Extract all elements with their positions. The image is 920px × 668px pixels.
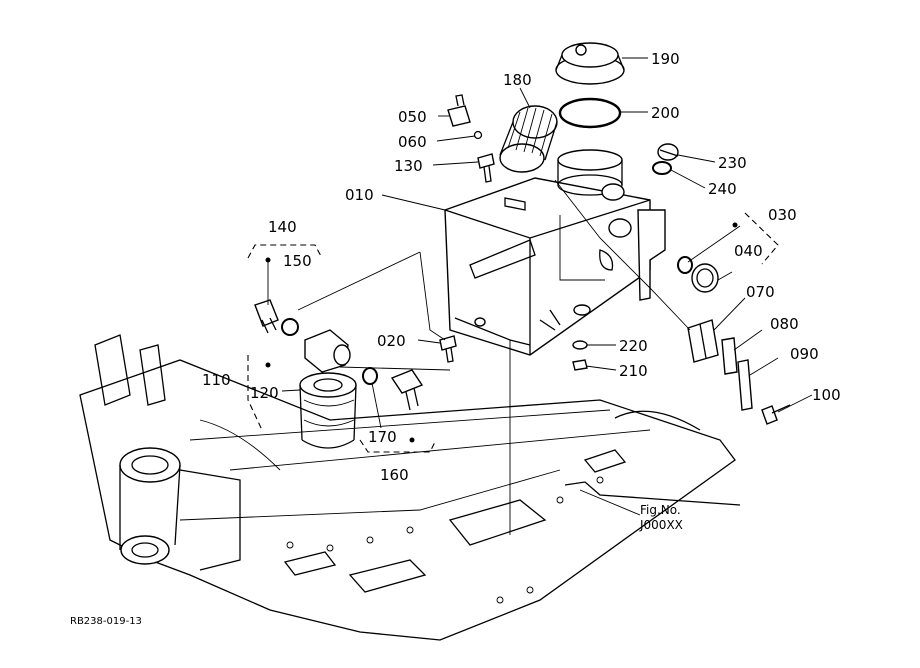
- fig-no-value: J000XX: [639, 518, 683, 532]
- line-filter-assembly: [254, 299, 424, 449]
- callout-160: 160: [380, 466, 409, 484]
- level-gauge: [677, 256, 719, 293]
- callout-010: 010: [345, 186, 374, 204]
- callout-090: 090: [790, 345, 819, 363]
- callout-240: 240: [708, 180, 737, 198]
- callout-050: 050: [398, 108, 427, 126]
- o-ring-200: [558, 97, 622, 129]
- drain-plug: [652, 143, 679, 175]
- callout-040: 040: [734, 242, 763, 260]
- hydraulic-tank: [444, 149, 666, 356]
- callout-230: 230: [718, 154, 747, 172]
- washer-bolt: [572, 340, 588, 371]
- clamp-parts: [687, 319, 791, 425]
- callout-100: 100: [812, 386, 841, 404]
- callout-labels: 010 020 030 040 050 060 070 080 090 100 …: [202, 50, 841, 484]
- fig-no-label: Fig.No.: [640, 503, 681, 517]
- callout-140: 140: [268, 218, 297, 236]
- callout-130: 130: [394, 157, 423, 175]
- callout-080: 080: [770, 315, 799, 333]
- frame-holes: [286, 476, 604, 604]
- callout-190: 190: [651, 50, 680, 68]
- fittings-top: [447, 94, 495, 183]
- callout-200: 200: [651, 104, 680, 122]
- callout-020: 020: [377, 332, 406, 350]
- callout-120: 120: [250, 384, 279, 402]
- callout-leaders: [281, 57, 813, 516]
- drawing-code: RB238-019-13: [70, 616, 142, 627]
- callout-060: 060: [398, 133, 427, 151]
- leader-lines: [267, 179, 741, 535]
- callout-170: 170: [368, 428, 397, 446]
- figure-reference: Fig.No. J000XX: [639, 503, 683, 532]
- callout-070: 070: [746, 283, 775, 301]
- tractor-frame: [79, 334, 741, 641]
- callout-030: 030: [768, 206, 797, 224]
- callout-180: 180: [503, 71, 532, 89]
- callout-110: 110: [202, 371, 231, 389]
- callout-220: 220: [619, 337, 648, 355]
- group-brackets: [247, 212, 779, 453]
- bolt-020: [439, 335, 457, 363]
- tank-cap: [555, 42, 625, 85]
- callout-210: 210: [619, 362, 648, 380]
- callout-150: 150: [283, 252, 312, 270]
- suction-filter: [499, 105, 558, 173]
